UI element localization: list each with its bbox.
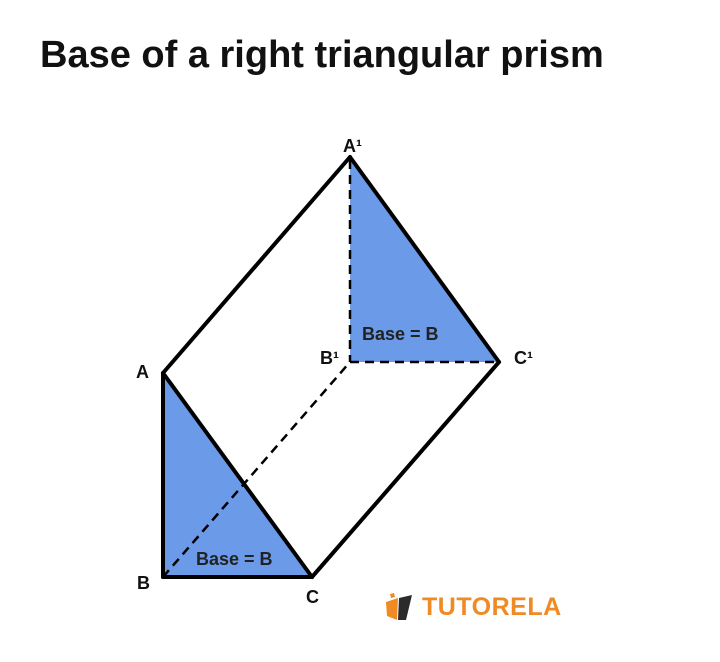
edge-a1-c1 <box>348 155 501 364</box>
tutorela-logo-icon <box>386 593 412 620</box>
edge-a-c <box>161 371 314 579</box>
edge-a-a1 <box>161 155 352 375</box>
tutorela-logo-text: TUTORELA <box>422 592 562 621</box>
vertex-label-c: C <box>306 587 319 607</box>
hidden-edge-b-b1 <box>162 361 351 578</box>
vertex-label-b: B <box>137 573 150 593</box>
base-label-top: Base = B <box>362 324 439 344</box>
base-label-bottom: Base = B <box>196 549 273 569</box>
edge-c1-c <box>310 360 501 579</box>
page-title: Base of a right triangular prism <box>40 34 604 76</box>
vertex-label-a: A <box>136 362 149 382</box>
vertex-label-c1: C¹ <box>514 348 533 368</box>
vertex-label-b1: B¹ <box>320 348 339 368</box>
tutorela-logo: TUTORELA <box>384 592 562 622</box>
vertex-label-a1: A¹ <box>343 136 362 156</box>
